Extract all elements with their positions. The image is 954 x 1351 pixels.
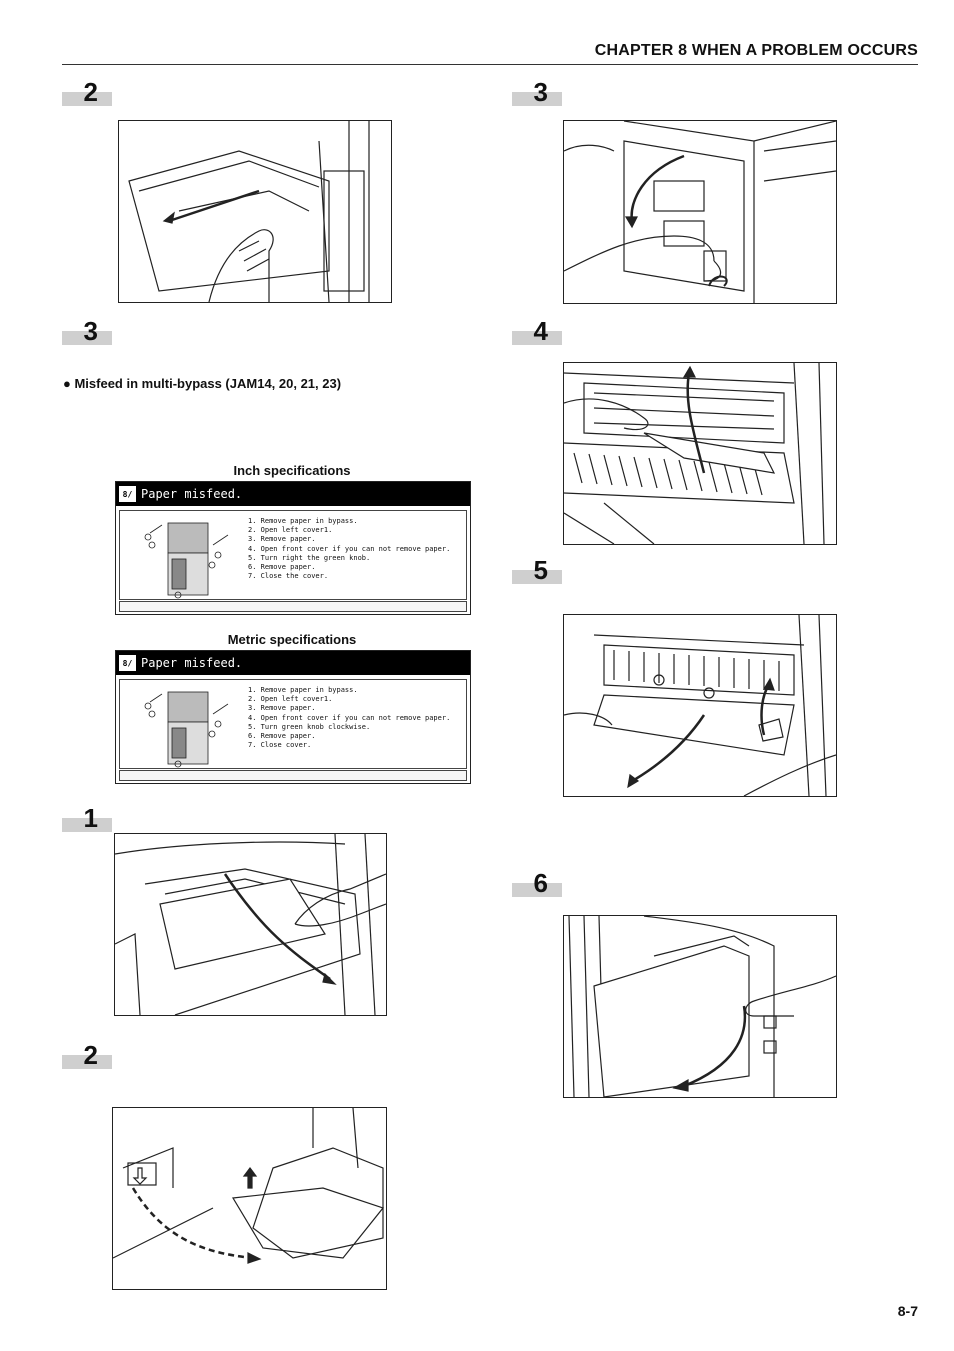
metric-spec-label: Metric specifications [227,632,357,647]
panel-content: 1. Remove paper in bypass. 2. Open left … [119,510,467,600]
step-number: 6 [533,868,548,898]
step-marker-right-4: 4 [512,317,562,345]
instruction-item: 6. Remove paper. [248,563,316,572]
instruction-item: 2. Open left cover1. [248,526,333,535]
copier-diagram-icon [144,522,229,599]
instruction-item: 7. Close the cover. [248,572,329,581]
chapter-title: CHAPTER 8 WHEN A PROBLEM OCCURS [594,42,918,59]
step-marker-right-3: 3 [512,78,562,106]
illustration-open-front-cover [563,120,837,304]
illustration-turn-green-knob [563,614,837,797]
step-number: 5 [533,555,548,585]
step-number: 1 [83,803,98,833]
page-number: 8-7 [897,1303,918,1319]
illustration-open-left-cover [112,1107,387,1290]
panel-status-strip [119,601,467,612]
step-marker-left-2: 2 [62,1041,112,1069]
copier-diagram-icon [144,691,229,768]
step-marker-left-top-2: 2 [62,78,112,106]
misfeed-icon: 8/ [119,655,136,671]
instruction-item: 3. Remove paper. [248,535,316,544]
illustration-close-cover [563,915,837,1098]
panel-instruction-list: 1. Remove paper in bypass. 2. Open left … [248,517,450,581]
instruction-item: 4. Open front cover if you can not remov… [248,713,451,722]
step-marker-right-6: 6 [512,869,562,897]
inch-spec-label: Inch specifications [233,463,351,478]
illustration-remove-bypass-paper [114,833,387,1016]
inch-misfeed-panel: 8/ Paper misfeed. 1. Remove paper in byp… [115,481,471,615]
instruction-item: 6. Remove paper. [248,732,316,741]
header-divider [62,64,918,65]
panel-title-bar: 8/ Paper misfeed. [116,482,470,506]
panel-title-bar: 8/ Paper misfeed. [116,651,470,675]
panel-title: Paper misfeed. [141,656,243,670]
step-number: 3 [83,316,98,346]
step-number: 3 [533,77,548,107]
instruction-item: 2. Open left cover1. [248,695,333,704]
instruction-item: 4. Open front cover if you can not remov… [248,544,451,553]
instruction-item: 1. Remove paper in bypass. [248,686,358,694]
instruction-item: 7. Close cover. [248,741,312,750]
panel-title: Paper misfeed. [141,487,243,501]
panel-instruction-list: 1. Remove paper in bypass. 2. Open left … [248,686,450,750]
step-marker-left-top-3: 3 [62,317,112,345]
section-heading-multi-bypass: ● Misfeed in multi-bypass (JAM14, 20, 21… [63,376,342,391]
panel-status-strip [119,770,467,781]
misfeed-icon: 8/ [119,486,136,502]
illustration-remove-paper-inside [563,362,837,545]
step-number: 2 [83,1040,98,1070]
step-marker-right-5: 5 [512,556,562,584]
step-number: 2 [83,77,98,107]
instruction-item: 5. Turn green knob clockwise. [248,722,371,731]
step-number: 4 [533,316,548,346]
panel-content: 1. Remove paper in bypass. 2. Open left … [119,679,467,769]
metric-misfeed-panel: 8/ Paper misfeed. 1. Remove paper in byp… [115,650,471,784]
illustration-open-upper-cover [118,120,392,303]
instruction-item: 5. Turn right the green knob. [248,553,371,562]
step-marker-left-1: 1 [62,804,112,832]
instruction-item: 1. Remove paper in bypass. [248,517,358,525]
instruction-item: 3. Remove paper. [248,704,316,713]
